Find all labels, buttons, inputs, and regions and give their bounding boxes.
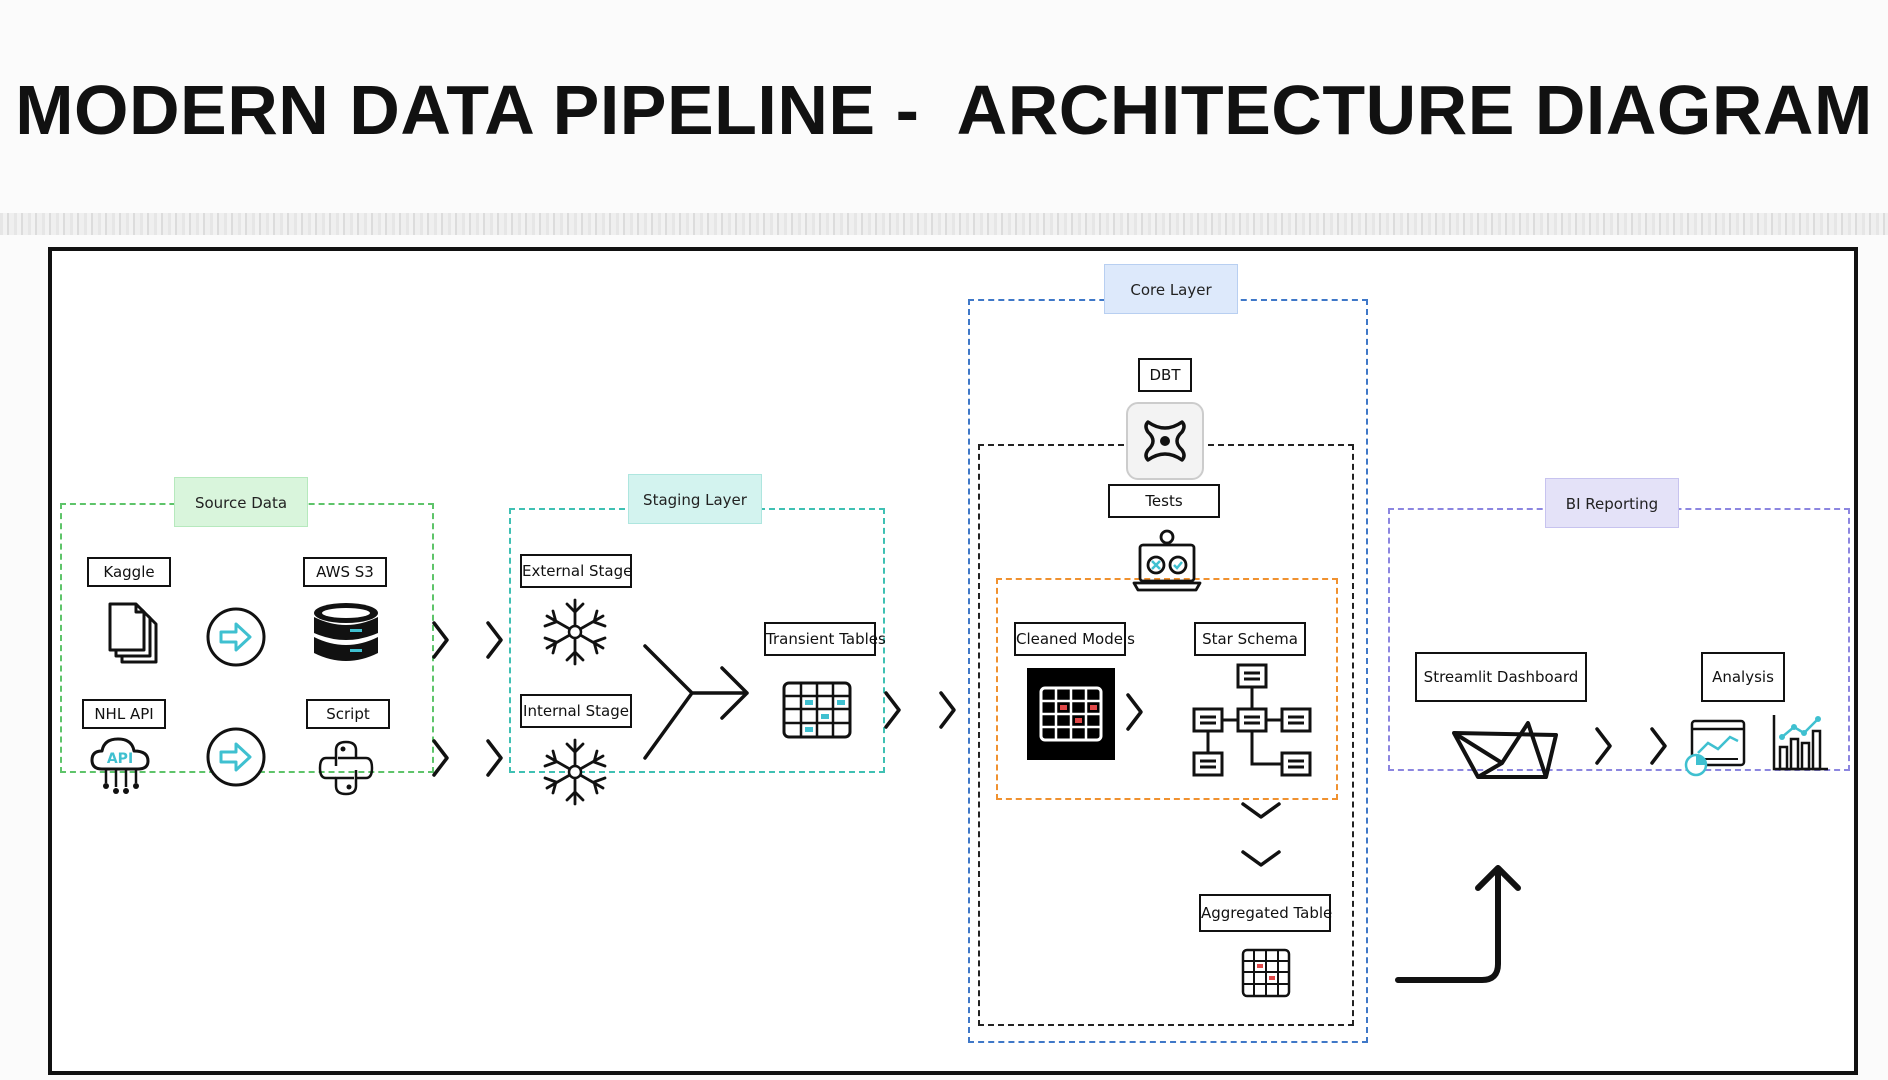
connector-layer	[432, 621, 1667, 983]
test-laptop-icon	[1132, 529, 1202, 592]
divider-band	[0, 213, 1888, 235]
label-transient-tables: Transient Tables	[764, 622, 886, 656]
group-header-bi: BI Reporting	[1545, 478, 1679, 528]
chevron-right-icon	[432, 739, 449, 777]
table-grid-icon	[1241, 948, 1291, 998]
arrow-right-circle-icon	[206, 727, 266, 787]
cloud-api-icon: API	[90, 737, 150, 794]
svg-text:API: API	[107, 751, 133, 767]
chevron-right-icon	[432, 621, 449, 659]
label-nhl-api: NHL API	[82, 699, 166, 729]
snowflake-icon	[543, 738, 607, 806]
chevron-down-icon	[1241, 802, 1281, 819]
label-kaggle: Kaggle	[87, 557, 171, 587]
label-aggregated-table: Aggregated Table	[1199, 894, 1332, 932]
chevron-right-icon	[486, 621, 503, 659]
label-cleaned-models: Cleaned Models	[1014, 622, 1135, 656]
label-dbt: DBT	[1138, 358, 1192, 392]
label-internal-stage: Internal Stage	[520, 694, 632, 728]
group-header-core: Core Layer	[1104, 264, 1238, 314]
label-script: Script	[306, 699, 390, 729]
streamlit-boat-icon	[1452, 721, 1558, 779]
table-grid-icon	[1027, 668, 1115, 760]
chevron-down-icon	[1241, 850, 1281, 867]
star-schema-icon	[1192, 663, 1312, 777]
chevron-right-icon	[1126, 693, 1143, 731]
chevron-right-icon	[1650, 727, 1667, 765]
chevron-right-icon	[486, 739, 503, 777]
files-icon	[108, 602, 158, 664]
table-grid-icon	[782, 681, 852, 739]
analysis-chart-icon	[1684, 719, 1746, 777]
label-external-stage: External Stage	[520, 554, 632, 588]
page-title: MODERN DATA PIPELINE - ARCHITECTURE DIAG…	[15, 71, 1873, 149]
label-streamlit-dashboard: Streamlit Dashboard	[1415, 652, 1587, 702]
chevron-right-icon	[884, 691, 901, 729]
label-star-schema: Star Schema	[1194, 622, 1306, 656]
group-header-staging: Staging Layer	[628, 474, 762, 524]
group-models	[996, 578, 1338, 800]
label-tests: Tests	[1108, 484, 1220, 518]
chevron-right-icon	[939, 691, 956, 729]
group-header-source: Source Data	[174, 477, 308, 527]
architecture-diagram: Source Data Staging Layer Core Layer BI …	[48, 247, 1858, 1075]
return-arrow	[1395, 865, 1521, 983]
python-icon	[318, 740, 374, 796]
label-analysis: Analysis	[1701, 652, 1785, 702]
bar-chart-icon	[1772, 715, 1828, 771]
dbt-icon	[1126, 402, 1204, 480]
arrow-right-circle-icon	[206, 607, 266, 667]
label-aws-s3: AWS S3	[303, 557, 387, 587]
chevron-right-icon	[1595, 727, 1612, 765]
snowflake-icon	[543, 598, 607, 666]
database-icon	[314, 603, 378, 661]
merge-arrow	[643, 644, 749, 760]
